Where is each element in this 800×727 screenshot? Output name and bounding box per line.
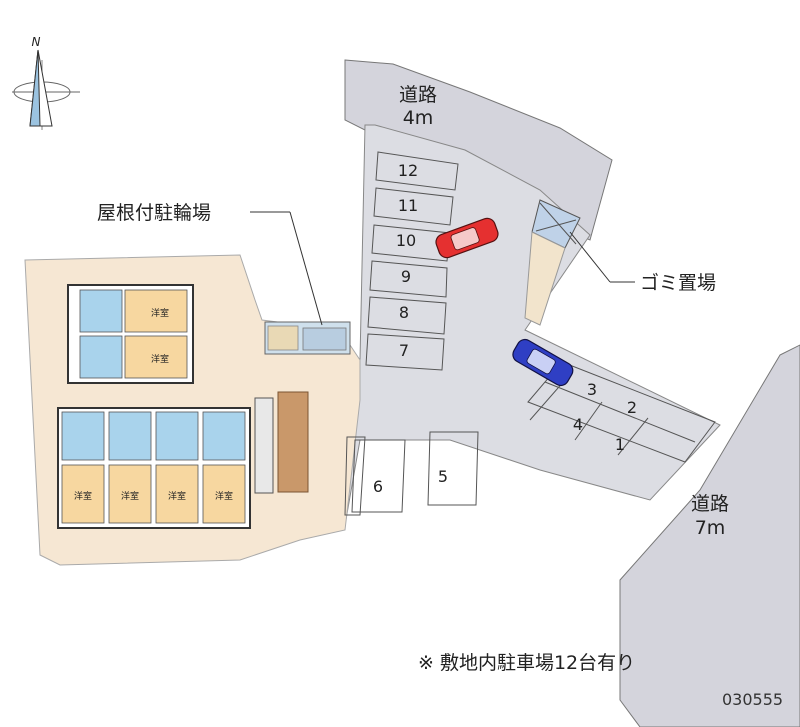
room-label: 洋室 bbox=[151, 353, 169, 365]
building-bottom bbox=[57, 407, 251, 529]
parking-space-3: 3 bbox=[587, 380, 597, 399]
road-top-name: 道路 bbox=[399, 84, 437, 106]
road-bottom-width: 7m bbox=[695, 517, 726, 539]
parking-numbers: 12 11 10 9 8 7 6 5 4 3 2 1 bbox=[373, 161, 637, 496]
image-code: 030555 bbox=[722, 690, 784, 709]
parking-space-1: 1 bbox=[615, 435, 625, 454]
parking-space-6: 6 bbox=[373, 477, 383, 496]
parking-space-7: 7 bbox=[399, 341, 409, 360]
parking-space-9: 9 bbox=[401, 267, 411, 286]
parking-space-4: 4 bbox=[573, 415, 583, 434]
parking-space-11: 11 bbox=[398, 196, 418, 215]
car-blue bbox=[512, 338, 574, 387]
parking-space-5: 5 bbox=[438, 467, 448, 486]
stairs bbox=[254, 397, 274, 494]
room-label: 洋室 bbox=[121, 490, 139, 502]
north-label: N bbox=[32, 35, 41, 49]
road-bottom-name: 道路 bbox=[691, 493, 729, 515]
road-bottom bbox=[619, 344, 800, 727]
room-label: 洋室 bbox=[168, 490, 186, 502]
walkway bbox=[277, 391, 309, 493]
car-red bbox=[435, 217, 499, 259]
parking-space-12: 12 bbox=[398, 161, 418, 180]
bicycle-parking-label: 屋根付駐輪場 bbox=[97, 202, 211, 224]
parking-lot bbox=[339, 124, 721, 526]
parking-note: ※ 敷地内駐車場12台有り bbox=[418, 652, 636, 674]
road-top-width: 4m bbox=[403, 107, 434, 129]
building-top bbox=[67, 284, 194, 384]
garbage-leader-line bbox=[569, 231, 611, 283]
parking-stalls bbox=[344, 151, 716, 516]
room-label: 洋室 bbox=[74, 490, 92, 502]
compass: N bbox=[12, 35, 80, 130]
garbage-area-path bbox=[524, 231, 566, 326]
room-label: 洋室 bbox=[215, 490, 233, 502]
parking-space-10: 10 bbox=[396, 231, 416, 250]
parking-space-8: 8 bbox=[399, 303, 409, 322]
garbage-area-label: ゴミ置場 bbox=[640, 272, 716, 294]
room-label: 洋室 bbox=[151, 307, 169, 319]
parking-space-2: 2 bbox=[627, 398, 637, 417]
